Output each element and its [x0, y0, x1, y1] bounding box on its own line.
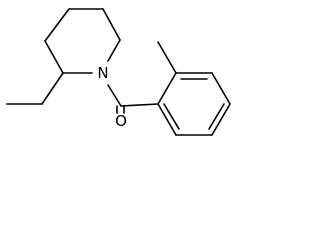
bond-ring-right-to-n [107, 39, 121, 62]
bond-benzene-3 [211, 72, 231, 105]
nitrogen-atom-label: N [97, 64, 108, 82]
bond-methyl [157, 41, 177, 74]
bond-benzene-1 [157, 72, 177, 105]
bond-benzene-6 [157, 103, 177, 136]
oxygen-atom-label: O [115, 112, 127, 130]
bond-benzene-inner-right [208, 103, 225, 130]
bond-n-to-carbonyl [107, 84, 122, 107]
bond-benzene-inner-left [163, 103, 180, 130]
bond-ethyl-ch2 [41, 72, 64, 105]
structure-drawing: N O [6, 8, 231, 136]
bond-ring-lower-left [44, 40, 64, 74]
bond-ring-upper-left [44, 8, 70, 42]
bond-benzene-4 [211, 103, 231, 136]
molecule-diagram: N O [0, 0, 246, 150]
bond-ring-upper-right [102, 8, 121, 41]
bond-carbonyl-to-ring [120, 103, 159, 107]
